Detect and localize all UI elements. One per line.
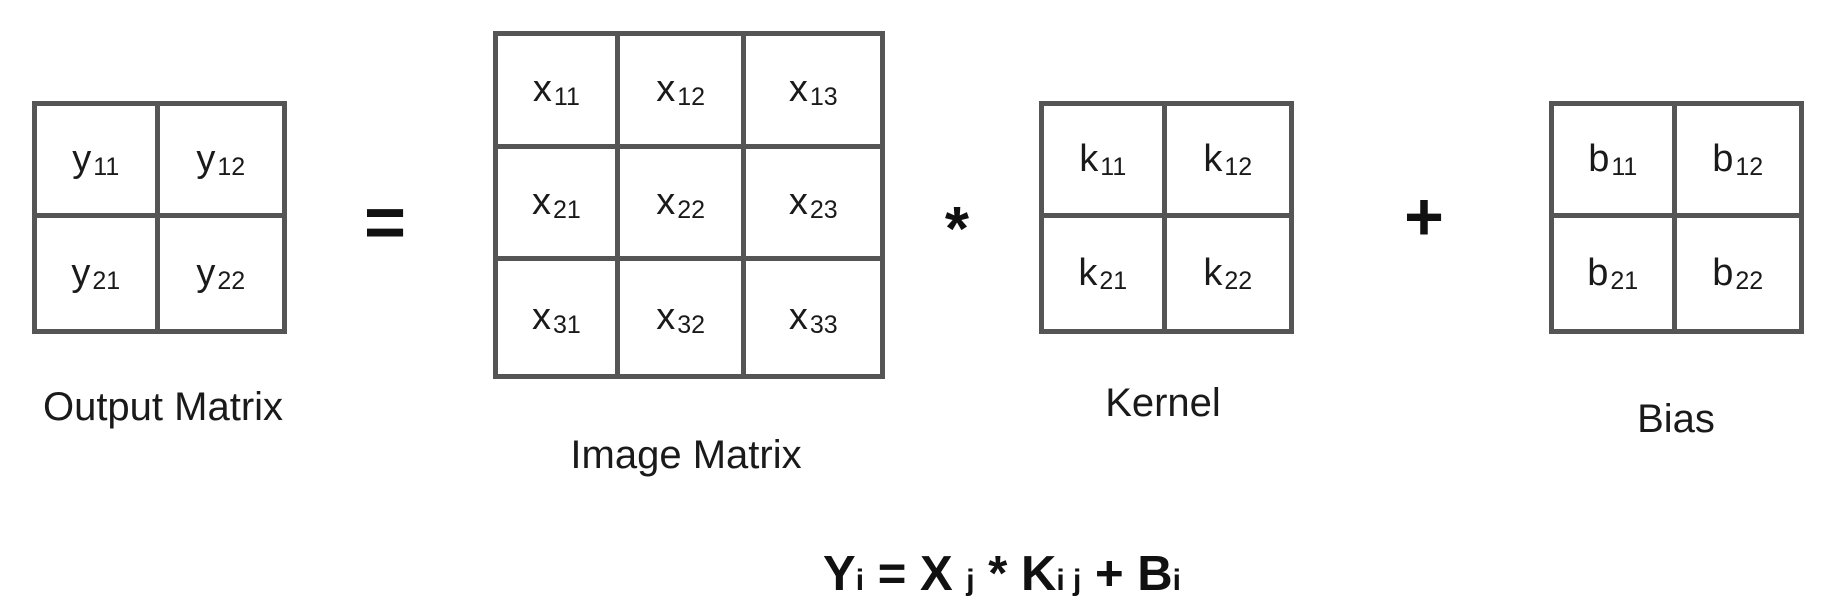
bias-cell-variable: b	[1588, 137, 1610, 180]
output-cell-index: 11	[93, 152, 120, 181]
output-cell-variable: y	[196, 137, 216, 180]
kernel-cell-index: 22	[1224, 266, 1253, 295]
image-cell-variable: x	[532, 68, 552, 111]
formula-k: K	[1020, 547, 1057, 601]
image-cell-variable: x	[656, 68, 676, 111]
image-cell-variable: x	[788, 68, 808, 111]
equals-operator: =	[363, 183, 407, 263]
image-cell-variable: x	[531, 180, 551, 223]
image-cell-index: 11	[553, 83, 580, 112]
output-cell-index: 21	[92, 266, 121, 295]
output-cell-index: 12	[217, 152, 246, 181]
kernel-cell-variable: k	[1078, 251, 1098, 294]
kernel-label: Kernel	[1105, 381, 1221, 425]
bias-cell-index: 11	[1611, 152, 1638, 181]
bias-cell-variable: b	[1587, 251, 1609, 294]
formula-y: Y	[823, 547, 856, 601]
formula-k-subscript: i j	[1056, 564, 1082, 597]
formula: Yi = X j * Ki j + Bi	[823, 546, 1181, 602]
kernel-cell-index: 11	[1100, 152, 1127, 181]
formula-y-subscript: i	[855, 564, 865, 597]
image-cell-index: 23	[809, 195, 838, 224]
formula-plus: +	[1094, 547, 1124, 601]
bias-cell-index: 21	[1610, 266, 1639, 295]
output-matrix-label: Output Matrix	[42, 385, 284, 429]
kernel-cell-index: 12	[1224, 152, 1253, 181]
formula-star: *	[988, 547, 1008, 601]
image-cell-index: 31	[552, 311, 581, 340]
image-cell-variable: x	[788, 296, 808, 339]
kernel-cell-variable: k	[1203, 137, 1223, 180]
image-cell-index: 32	[677, 311, 706, 340]
image-cell-variable: x	[656, 296, 676, 339]
formula-x-subscript: j	[966, 564, 975, 597]
output-cell-variable: y	[196, 251, 216, 294]
bias-cell-index: 12	[1735, 152, 1764, 181]
image-matrix-label: Image Matrix	[570, 433, 802, 477]
formula-b: B	[1137, 547, 1173, 601]
bias-cell-variable: b	[1712, 251, 1734, 294]
bias-cell-index: 22	[1735, 266, 1764, 295]
formula-x: X	[919, 547, 953, 601]
plus-operator: +	[1404, 179, 1444, 255]
image-cell-variable: x	[788, 180, 808, 223]
image-cell-variable: x	[656, 180, 676, 223]
formula-b-subscript: i	[1172, 564, 1181, 597]
image-cell-index: 33	[809, 311, 838, 340]
bias-cell-variable: b	[1712, 137, 1734, 180]
bias-label: Bias	[1637, 397, 1715, 441]
output-cell-variable: y	[72, 137, 92, 180]
multiply-operator: *	[944, 195, 970, 264]
formula-equals: =	[877, 547, 907, 601]
kernel-cell-variable: k	[1203, 251, 1223, 294]
output-cell-variable: y	[71, 251, 91, 294]
image-cell-index: 12	[677, 83, 706, 112]
kernel-cell-variable: k	[1079, 137, 1099, 180]
output-cell-index: 22	[217, 266, 246, 295]
image-cell-index: 22	[677, 195, 706, 224]
image-cell-index: 13	[809, 83, 838, 112]
image-cell-index: 21	[552, 195, 581, 224]
image-cell-variable: x	[531, 296, 551, 339]
kernel-cell-index: 21	[1099, 266, 1128, 295]
